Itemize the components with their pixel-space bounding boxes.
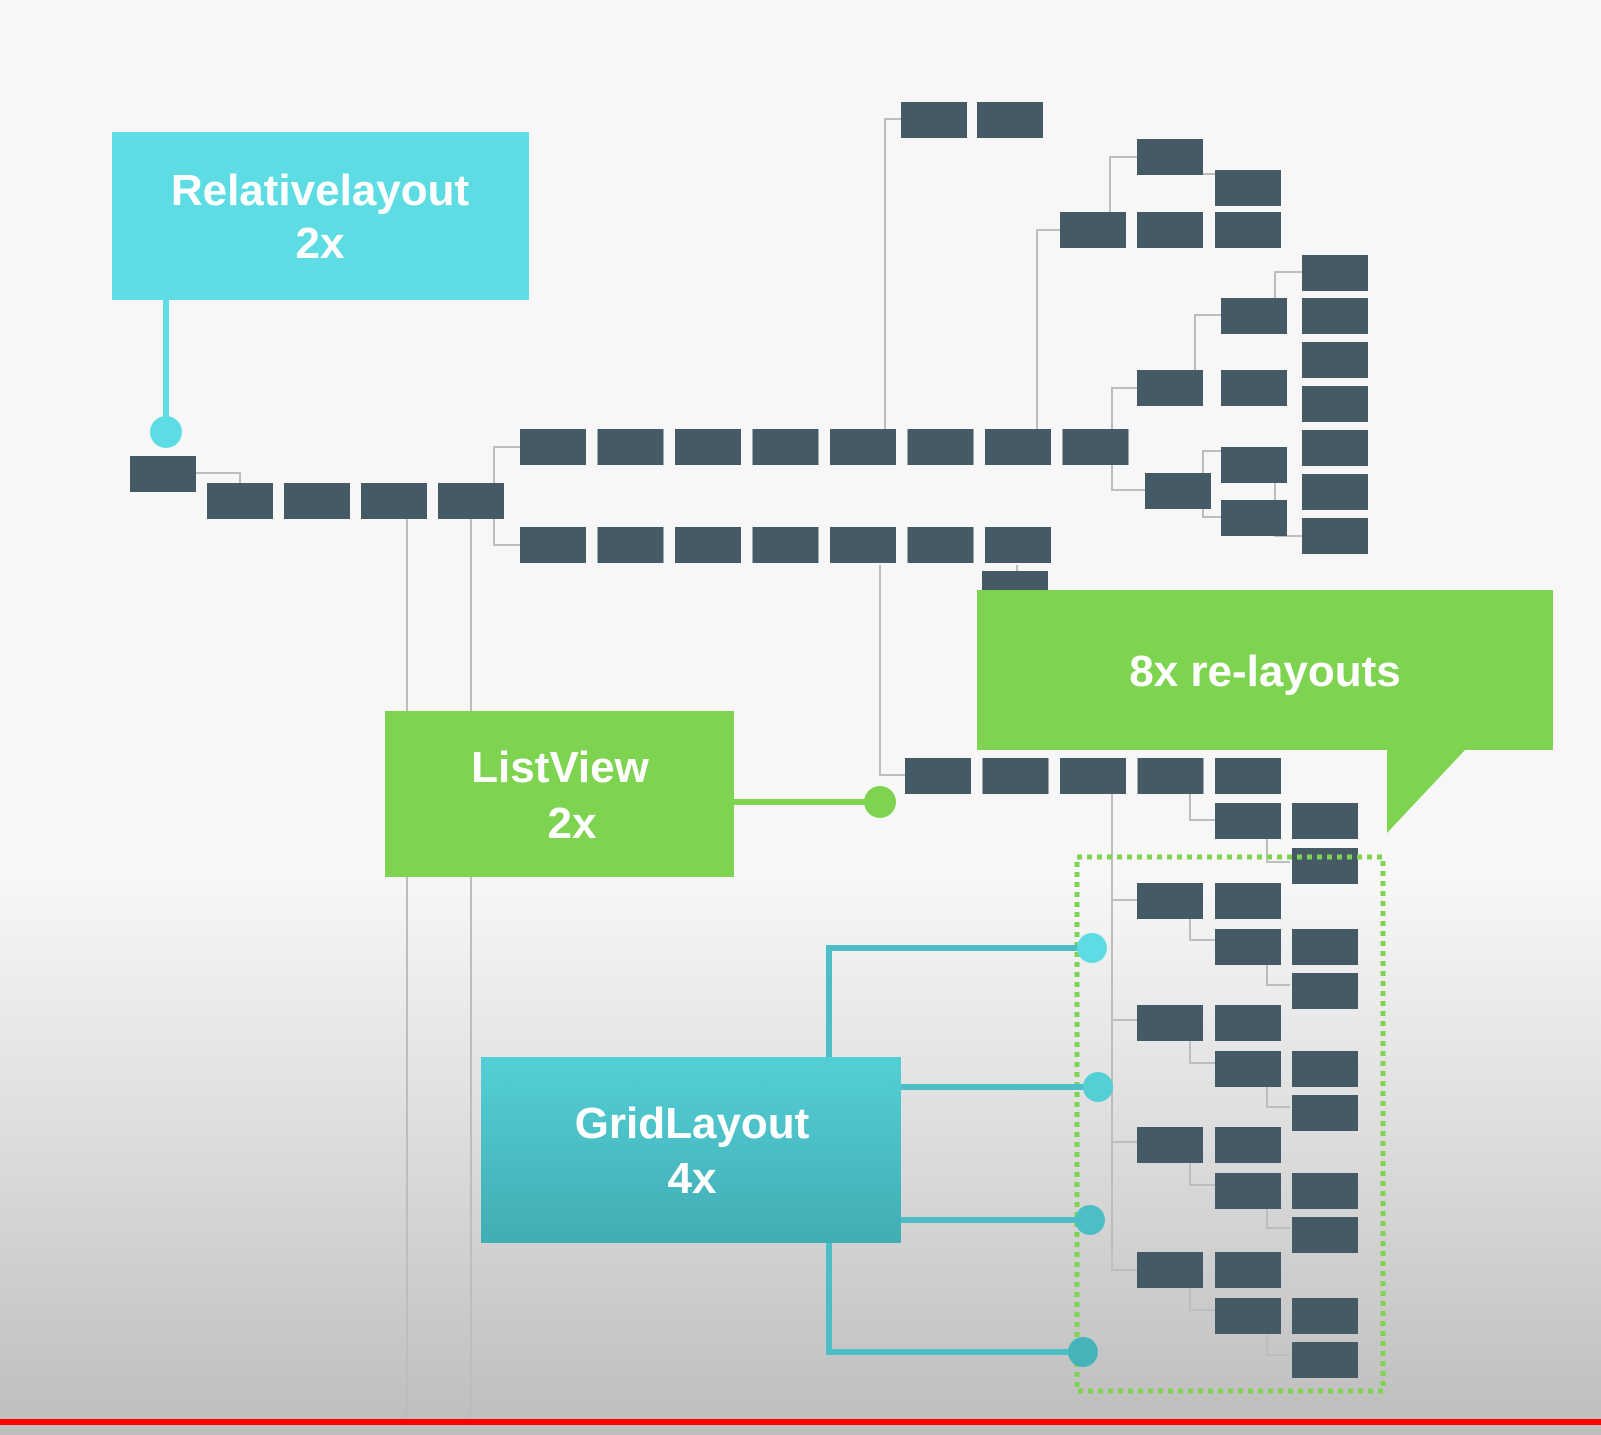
gridlayout-connector-dot-4: [1068, 1337, 1098, 1367]
relayouts-speech-bubble: 8x re-layouts: [977, 590, 1553, 833]
view-node: [1215, 1005, 1281, 1041]
view-node: [1137, 370, 1203, 406]
view-node: [1138, 758, 1204, 794]
view-node: [905, 758, 971, 794]
view-node: [1145, 473, 1211, 509]
view-node: [1215, 883, 1281, 919]
video-progress-bar[interactable]: [0, 1419, 1601, 1425]
view-node: [1137, 883, 1203, 919]
view-node: [1302, 255, 1368, 291]
view-node: [130, 456, 196, 492]
listview-title: ListView: [471, 743, 649, 792]
view-node: [1292, 848, 1358, 884]
view-node: [1292, 929, 1358, 965]
view-node: [1221, 447, 1287, 483]
gridlayout-connector-dot-1: [1077, 933, 1107, 963]
gridlayout-connector-dot-3: [1075, 1205, 1105, 1235]
view-node: [1060, 758, 1126, 794]
view-node: [908, 527, 974, 563]
view-node: [753, 527, 819, 563]
view-node: [1137, 1252, 1203, 1288]
view-node: [1137, 1127, 1203, 1163]
view-node: [675, 429, 741, 465]
view-node: [207, 483, 273, 519]
view-node: [598, 527, 664, 563]
view-node: [977, 102, 1043, 138]
view-node: [1215, 212, 1281, 248]
listview-connector-dot: [864, 786, 896, 818]
view-node: [1302, 386, 1368, 422]
view-node: [1302, 298, 1368, 334]
view-node: [1302, 518, 1368, 554]
view-node: [1063, 429, 1129, 465]
view-node: [1292, 1217, 1358, 1253]
view-node: [284, 483, 350, 519]
listview-callout: ListView 2x: [385, 711, 896, 877]
view-node: [1215, 1298, 1281, 1334]
view-node: [1292, 973, 1358, 1009]
view-node: [908, 429, 974, 465]
view-node: [1292, 1298, 1358, 1334]
view-node: [675, 527, 741, 563]
view-node: [1302, 430, 1368, 466]
view-node: [985, 429, 1051, 465]
view-node: [1215, 1252, 1281, 1288]
view-node: [1302, 474, 1368, 510]
view-node: [1292, 1051, 1358, 1087]
view-node: [830, 429, 896, 465]
view-node: [520, 527, 586, 563]
view-node: [985, 527, 1051, 563]
view-node: [438, 483, 504, 519]
view-node: [901, 102, 967, 138]
view-node: [1292, 1095, 1358, 1131]
view-node: [830, 527, 896, 563]
view-node: [520, 429, 586, 465]
view-node: [1221, 370, 1287, 406]
view-node: [753, 429, 819, 465]
listview-count: 2x: [548, 799, 597, 848]
view-node: [983, 758, 1049, 794]
view-node: [1292, 803, 1358, 839]
view-node: [1302, 342, 1368, 378]
gridlayout-connector-dot-2: [1083, 1072, 1113, 1102]
view-node: [1215, 929, 1281, 965]
view-node: [1221, 500, 1287, 536]
relativelayout-count: 2x: [296, 219, 345, 268]
relayouts-label: 8x re-layouts: [1129, 647, 1400, 696]
view-node: [1221, 298, 1287, 334]
view-node: [1215, 758, 1281, 794]
view-node: [1215, 1051, 1281, 1087]
gridlayout-title: GridLayout: [575, 1099, 810, 1148]
relativelayout-title: Relativelayout: [171, 166, 470, 215]
view-node: [1215, 1173, 1281, 1209]
view-node: [361, 483, 427, 519]
view-node: [1215, 1127, 1281, 1163]
gridlayout-callout: GridLayout 4x: [481, 933, 1113, 1367]
view-node: [1137, 1005, 1203, 1041]
view-node: [1292, 1173, 1358, 1209]
view-node: [1137, 139, 1203, 175]
view-node: [1215, 803, 1281, 839]
relativelayout-callout: Relativelayout 2x: [112, 132, 529, 448]
relativelayout-connector-dot: [150, 416, 182, 448]
gridlayout-count: 4x: [668, 1154, 717, 1203]
view-node: [1060, 212, 1126, 248]
view-node: [1292, 1342, 1358, 1378]
view-node: [1137, 212, 1203, 248]
view-node: [1215, 170, 1281, 206]
view-node: [598, 429, 664, 465]
